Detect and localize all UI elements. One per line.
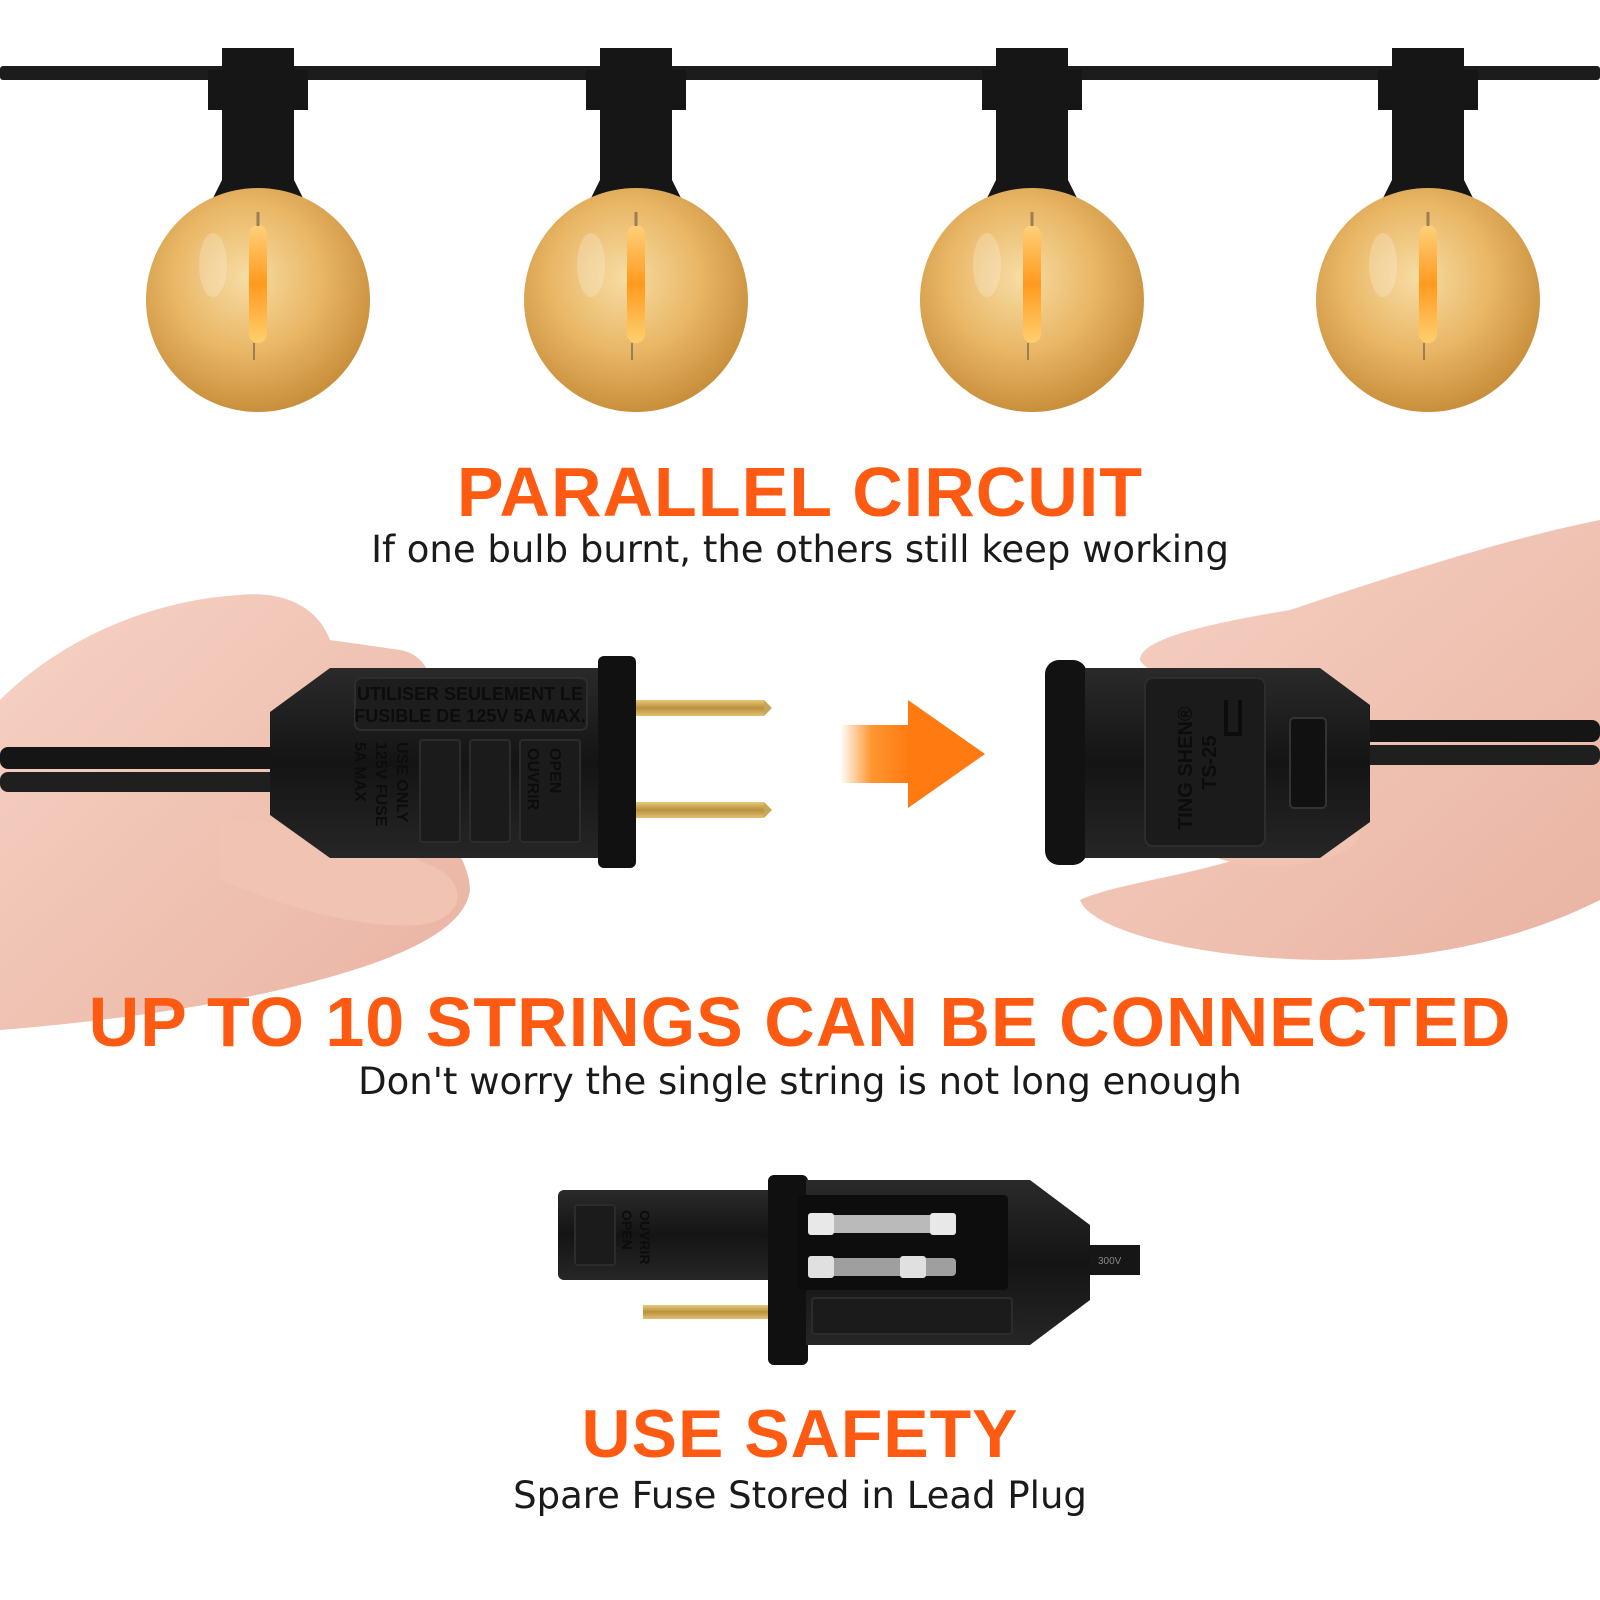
socket-model: TS-25 — [1199, 736, 1221, 790]
headline-use-safety: USE SAFETY — [581, 1396, 1019, 1472]
bulb-icon — [524, 48, 748, 412]
plug-open-label: OPEN — [546, 748, 563, 793]
fuse-icon — [808, 1215, 956, 1233]
fuse-plug-open-label: OPEN — [619, 1210, 635, 1250]
plug-open-label: OUVRIR — [524, 748, 541, 811]
socket-brand: TING SHEN® — [1175, 706, 1197, 830]
subtext-use-safety: Spare Fuse Stored in Lead Plug — [513, 1474, 1087, 1517]
fuse-plug-open-label: OUVRIR — [637, 1210, 653, 1264]
subtext-strings-connected: Don't worry the single string is not lon… — [358, 1060, 1242, 1103]
cable-left — [0, 772, 285, 792]
plug-marking-top-2: FUSIBLE DE 125V 5A MAX. — [354, 706, 585, 726]
bulb-icon — [1316, 48, 1540, 412]
headline-parallel-circuit: PARALLEL CIRCUIT — [456, 453, 1144, 531]
cable-marking: 300V — [1098, 1256, 1122, 1267]
cable-right — [1360, 720, 1600, 742]
fuse-plug-icon: 300V OPEN OUVRIR — [558, 1175, 1140, 1365]
plug-marking-side-3: USE ONLY — [393, 742, 410, 823]
bulb-icon — [920, 48, 1144, 412]
socket-icon: TING SHEN® TS-25 — [1045, 660, 1370, 865]
plug-marking-side-1: 5A MAX — [351, 742, 368, 802]
cable-left — [0, 747, 285, 769]
cable-right — [1360, 745, 1600, 765]
bulb-icon — [146, 48, 370, 412]
plug-icon: UTILISER SEULEMENT LE FUSIBLE DE 125V 5A… — [270, 656, 772, 868]
arrow-right-icon — [840, 700, 985, 808]
plug-marking-top-1: UTILISER SEULEMENT LE — [357, 684, 583, 704]
subtext-parallel-circuit: If one bulb burnt, the others still keep… — [371, 528, 1229, 571]
string-wire — [0, 66, 1600, 80]
headline-strings-connected: UP TO 10 STRINGS CAN BE CONNECTED — [88, 983, 1512, 1061]
plug-marking-side-2: 125V FUSE — [372, 742, 389, 827]
